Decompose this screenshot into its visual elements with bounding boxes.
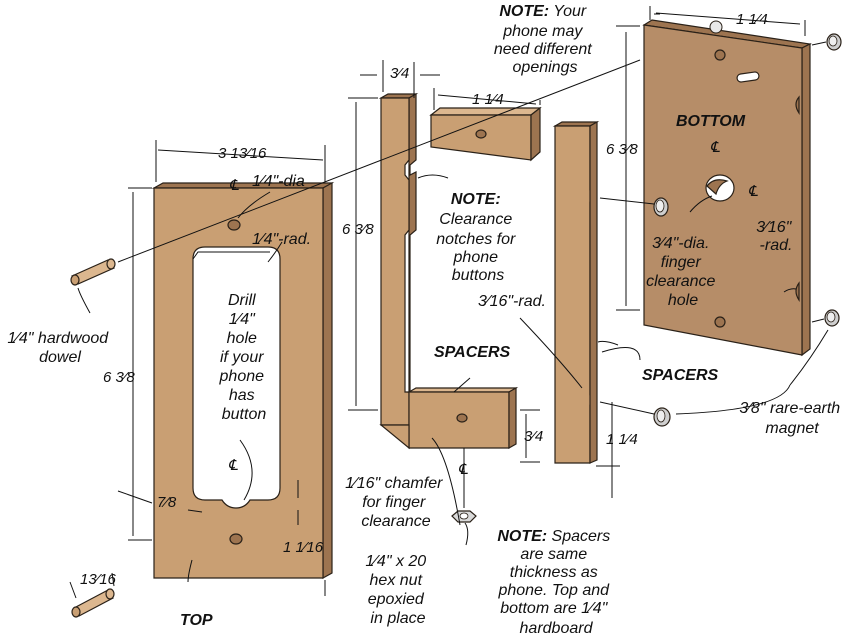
- label-rare-earth-magnet: 3⁄8" rare-earth magnet: [739, 400, 844, 437]
- label-316-rad-left: 3⁄16"-rad.: [478, 293, 546, 310]
- magnet-bottom-right: [824, 309, 840, 327]
- note-phone-openings: NOTE: Your phone may need different open…: [494, 3, 596, 76]
- callout-leaders: [77, 174, 829, 583]
- loose-block-hole: [475, 129, 487, 139]
- centerline-symbol-top: ℄: [229, 178, 239, 194]
- bottom-panel-lower-hole: [714, 316, 726, 328]
- dim-bottom-width: 1 1⁄4: [736, 11, 768, 28]
- dim-block-length: 1 1⁄4: [472, 91, 504, 108]
- callout-labels: TOP BOTTOM SPACERS SPACERS NOTE: Your ph…: [7, 3, 844, 637]
- dim-right-spacer-foot: 1 1⁄4: [606, 431, 638, 448]
- top-panel-lower-hole: [229, 533, 243, 545]
- dim-bottom-height: 6 3⁄8: [606, 141, 638, 158]
- centerline-symbol-bottom-a: ℄: [710, 140, 720, 156]
- dim-top-side: 7⁄8: [157, 494, 177, 511]
- top-panel-phone-opening: [192, 246, 281, 509]
- bottom-panel-upper-hole: [714, 49, 726, 61]
- dim-dowel-length: 13⁄16: [80, 571, 117, 588]
- centerline-symbol-bottom-b: ℄: [748, 184, 758, 200]
- magnet-middle: [653, 197, 669, 217]
- label-bottom: BOTTOM: [676, 113, 746, 130]
- left-spacer: [378, 92, 519, 450]
- dim-spacer-foot: 3⁄4: [524, 428, 543, 445]
- hex-nut: [451, 510, 477, 523]
- note-clearance-notches: NOTE: Clearance notches for phone button…: [436, 191, 520, 284]
- label-top: TOP: [180, 612, 213, 629]
- assembly-lines: [117, 41, 827, 508]
- dowel-upper: [70, 258, 116, 286]
- label-hardwood-dowel: 1⁄4" hardwood dowel: [7, 330, 112, 366]
- dim-top-width: 3 13⁄16: [218, 145, 267, 162]
- dimension-labels: 3 13⁄16 6 3⁄8 1 1⁄16 7⁄8 13⁄16 3⁄4 6 3⁄8…: [80, 11, 768, 588]
- dim-top-height: 6 3⁄8: [103, 369, 135, 386]
- bottom-panel: [642, 19, 812, 357]
- bottom-panel-top-bump: [709, 20, 723, 34]
- label-spacers-right: SPACERS: [642, 367, 718, 384]
- label-drill-hole: Drill 1⁄4" hole if your phone has button: [219, 292, 269, 423]
- magnet-lower: [653, 407, 671, 427]
- centerline-symbol-opening: ℄: [228, 458, 238, 474]
- note-spacers-thickness: NOTE: Spacers are same thickness as phon…: [497, 528, 614, 637]
- label-spacers-left: SPACERS: [434, 344, 510, 361]
- dowel-lower: [71, 588, 115, 618]
- label-finger-hole: 3⁄4"-dia. finger clearance hole: [646, 235, 720, 309]
- label-316-rad-right: 3⁄16" -rad.: [756, 219, 796, 254]
- label-quarter-rad: 1⁄4"-rad.: [252, 231, 311, 248]
- centerline-symbol-nut: ℄: [458, 462, 468, 478]
- label-hex-nut: 1⁄4" x 20 hex nut epoxied in place: [365, 553, 430, 627]
- top-panel-upper-hole: [227, 219, 241, 231]
- right-spacer: [552, 120, 600, 464]
- label-chamfer: 1⁄16" chamfer for finger clearance: [345, 475, 447, 530]
- magnet-top-right: [826, 33, 842, 51]
- loose-block: [429, 106, 542, 162]
- dimension-lines: [69, 6, 806, 599]
- dim-spacer-width: 3⁄4: [390, 65, 409, 82]
- dim-spacer-height: 6 3⁄8: [342, 221, 374, 238]
- bottom-panel-slot: [736, 71, 760, 83]
- top-panel: [151, 181, 335, 580]
- label-quarter-dia: 1⁄4"-dia: [252, 173, 305, 190]
- dim-top-bottom-margin: 1 1⁄16: [283, 539, 324, 556]
- left-spacer-hole: [456, 413, 468, 423]
